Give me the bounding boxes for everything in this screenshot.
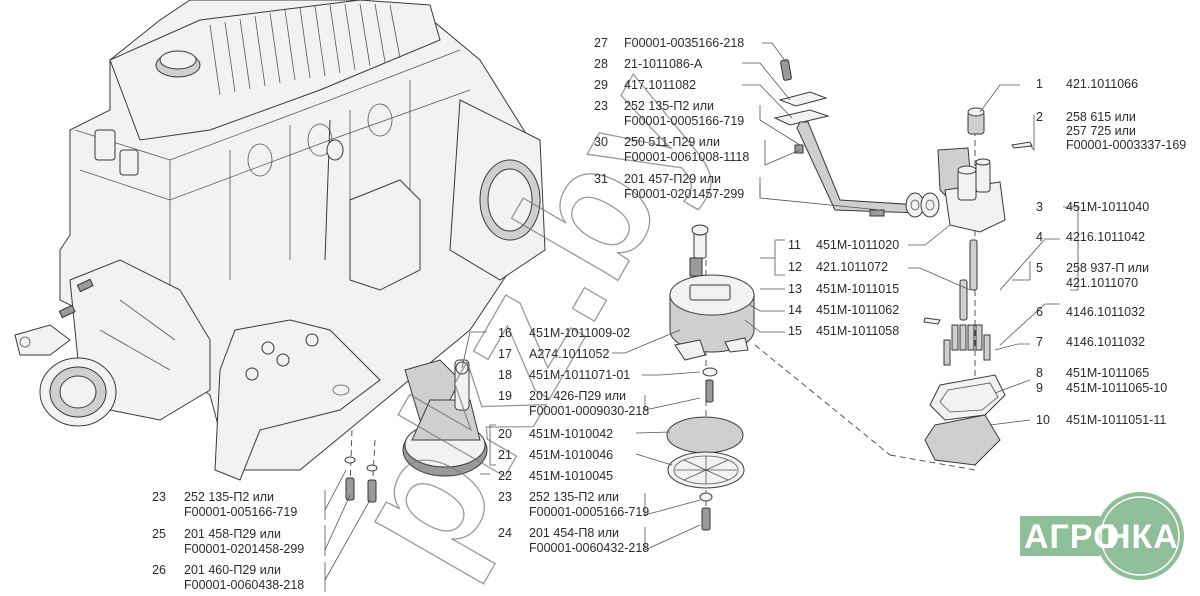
part-code-alt: F00001-0201458-299 xyxy=(184,542,305,556)
part-code: 258 615 или xyxy=(1066,110,1136,124)
part-code: 451М-1010046 xyxy=(529,448,614,462)
part-number: 20 xyxy=(498,427,512,441)
part-number: 9 xyxy=(1036,381,1043,395)
part-code: 21-1011086-А xyxy=(624,57,703,71)
part-number: 11 xyxy=(788,238,801,252)
part-code: 201 454-П8 или xyxy=(529,526,620,540)
part-code: 252 135-П2 или xyxy=(529,490,620,504)
part-code: 417.1011082 xyxy=(624,78,697,92)
part-code: 451М-1011071-01 xyxy=(529,368,631,382)
part-number: 17 xyxy=(498,347,512,361)
part-code-alt: F00001-0201457-299 xyxy=(624,187,745,201)
part-number: 1 xyxy=(1036,77,1043,91)
part-number: 26 xyxy=(152,563,166,577)
part-number: 10 xyxy=(1036,413,1050,427)
part-number: 23 xyxy=(594,99,608,113)
part-code: 451М-1011009-02 xyxy=(529,326,631,340)
part-code: 451М-1011051-11 xyxy=(1066,413,1167,427)
part-code: 201 457-П29 или xyxy=(624,172,721,186)
part-code: 451М-1011015 xyxy=(816,282,900,296)
part-code-alt: F00001-0060432-218 xyxy=(529,541,650,555)
part-number: 16 xyxy=(498,326,512,340)
part-number: 13 xyxy=(788,282,802,296)
part-code: 451М-1011065-10 xyxy=(1066,381,1168,395)
oil-receiver-center xyxy=(666,224,755,531)
part-code-alt: F00001-0009030-218 xyxy=(529,404,650,418)
part-number: 23 xyxy=(152,490,166,504)
part-code-alt: F00001-0061008-1118 xyxy=(624,150,750,164)
part-code: 252 135-П2 или xyxy=(184,490,275,504)
part-code: 201 460-П29 или xyxy=(184,563,281,577)
part-number: 5 xyxy=(1036,261,1043,275)
part-code: 4146.1011032 xyxy=(1066,305,1146,319)
bolts-left xyxy=(324,429,378,581)
part-code: 250 511-П29 или xyxy=(624,135,721,149)
part-code: 4216.1011042 xyxy=(1066,230,1146,244)
part-code: 252 135-П2 или xyxy=(624,99,715,113)
logo-text-left: АГРО xyxy=(1024,518,1121,556)
leader-lines xyxy=(324,42,1079,592)
part-number: 8 xyxy=(1036,366,1043,380)
part-number: 21 xyxy=(498,448,512,462)
part-code-alt: F00001-0003337-169 xyxy=(1066,138,1187,152)
part-number: 14 xyxy=(788,303,802,317)
part-code-alt: F00001-0005166-719 xyxy=(624,114,745,128)
part-number: 7 xyxy=(1036,335,1043,349)
part-number: 28 xyxy=(594,57,608,71)
part-code: 451М-1010042 xyxy=(529,427,614,441)
part-number: 29 xyxy=(594,78,608,92)
logo-text-right: НКА xyxy=(1106,518,1179,556)
part-code-alt: 257 725 или xyxy=(1066,124,1136,138)
part-code-alt: F00001-0005166-719 xyxy=(529,505,650,519)
part-number: 19 xyxy=(498,389,512,403)
part-number: 18 xyxy=(498,368,512,382)
part-number: 25 xyxy=(152,527,166,541)
part-code-alt: F00001-0060438-218 xyxy=(184,578,305,592)
part-number: 23 xyxy=(498,490,512,504)
part-code-alt: 421.1011070 xyxy=(1066,276,1139,290)
part-code: 201 426-П29 или xyxy=(529,389,626,403)
part-number: 2 xyxy=(1036,110,1043,124)
part-number: 24 xyxy=(498,526,512,540)
part-number: 4 xyxy=(1036,230,1043,244)
part-code: 451М-1011020 xyxy=(816,238,900,252)
logo-circle xyxy=(1020,492,1184,580)
part-number: 31 xyxy=(594,172,608,186)
agronka-logo: АГРО НКА xyxy=(1020,488,1200,588)
engine-block xyxy=(14,0,546,481)
part-number: 27 xyxy=(594,36,608,50)
part-number: 12 xyxy=(788,260,802,274)
part-code: 421.1011066 xyxy=(1066,77,1139,91)
part-number: 22 xyxy=(498,469,512,483)
part-code: 4146.1011032 xyxy=(1066,335,1146,349)
part-code-alt: F00001-005166-719 xyxy=(184,505,298,519)
oil-pump xyxy=(754,107,1033,471)
part-code: F00001-0035166-218 xyxy=(624,36,745,50)
part-code: 451М-1010045 xyxy=(529,469,614,483)
oil-receiver-left xyxy=(402,359,488,477)
part-code: А274.1011052 xyxy=(529,347,610,361)
oil-pipe xyxy=(773,59,940,218)
part-code: 201 458-П29 или xyxy=(184,527,281,541)
part-code: 451М-1011058 xyxy=(816,324,900,338)
part-number: 6 xyxy=(1036,305,1043,319)
part-number: 3 xyxy=(1036,200,1043,214)
part-code: 451М-1011065 xyxy=(1066,366,1150,380)
part-code: 451М-1011062 xyxy=(816,303,900,317)
part-number: 30 xyxy=(594,135,608,149)
part-number: 15 xyxy=(788,324,802,338)
part-code: 451М-1011040 xyxy=(1066,200,1150,214)
part-code: 258 937-П или xyxy=(1066,261,1150,275)
part-code: 421.1011072 xyxy=(816,260,889,274)
